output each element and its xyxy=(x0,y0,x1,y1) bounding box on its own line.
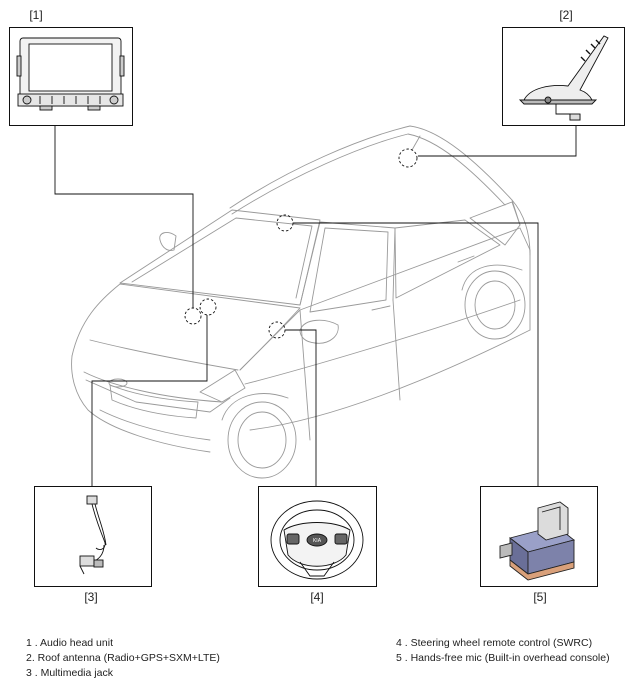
legend-item: 1 . Audio head unit xyxy=(26,637,113,649)
callout-label-4: [4] xyxy=(310,590,324,604)
hands-free-mic-illustration xyxy=(499,501,575,581)
callout-label-3: [3] xyxy=(84,590,98,604)
marker-hands-free-mic xyxy=(276,214,294,232)
legend-right: 4 . Steering wheel remote control (SWRC)… xyxy=(396,636,610,666)
marker-audio-head-unit xyxy=(184,307,202,325)
callout-label-2: [2] xyxy=(559,8,573,22)
audio-head-unit-illustration xyxy=(16,37,125,111)
legend-item: 4 . Steering wheel remote control (SWRC) xyxy=(396,637,593,649)
callout-label-1: [1] xyxy=(29,8,43,22)
steering-wheel-illustration: KIA xyxy=(270,500,364,580)
roof-antenna-illustration xyxy=(518,35,609,121)
location-markers xyxy=(184,148,418,339)
marker-multimedia-jack xyxy=(199,298,217,316)
leader-lines xyxy=(54,126,577,486)
legend-left: 1 . Audio head unit 2. Roof antenna (Rad… xyxy=(26,636,220,681)
legend-item: 2. Roof antenna (Radio+GPS+SXM+LTE) xyxy=(26,652,220,664)
callout-label-5: [5] xyxy=(533,590,547,604)
marker-steering-wheel xyxy=(268,321,286,339)
legend-item: 3 . Multimedia jack xyxy=(26,667,113,679)
car-illustration xyxy=(71,125,531,479)
multimedia-jack-illustration xyxy=(79,495,107,575)
marker-roof-antenna xyxy=(398,148,418,168)
svg-text:KIA: KIA xyxy=(313,538,322,544)
legend-item: 5 . Hands-free mic (Built-in overhead co… xyxy=(396,652,610,664)
